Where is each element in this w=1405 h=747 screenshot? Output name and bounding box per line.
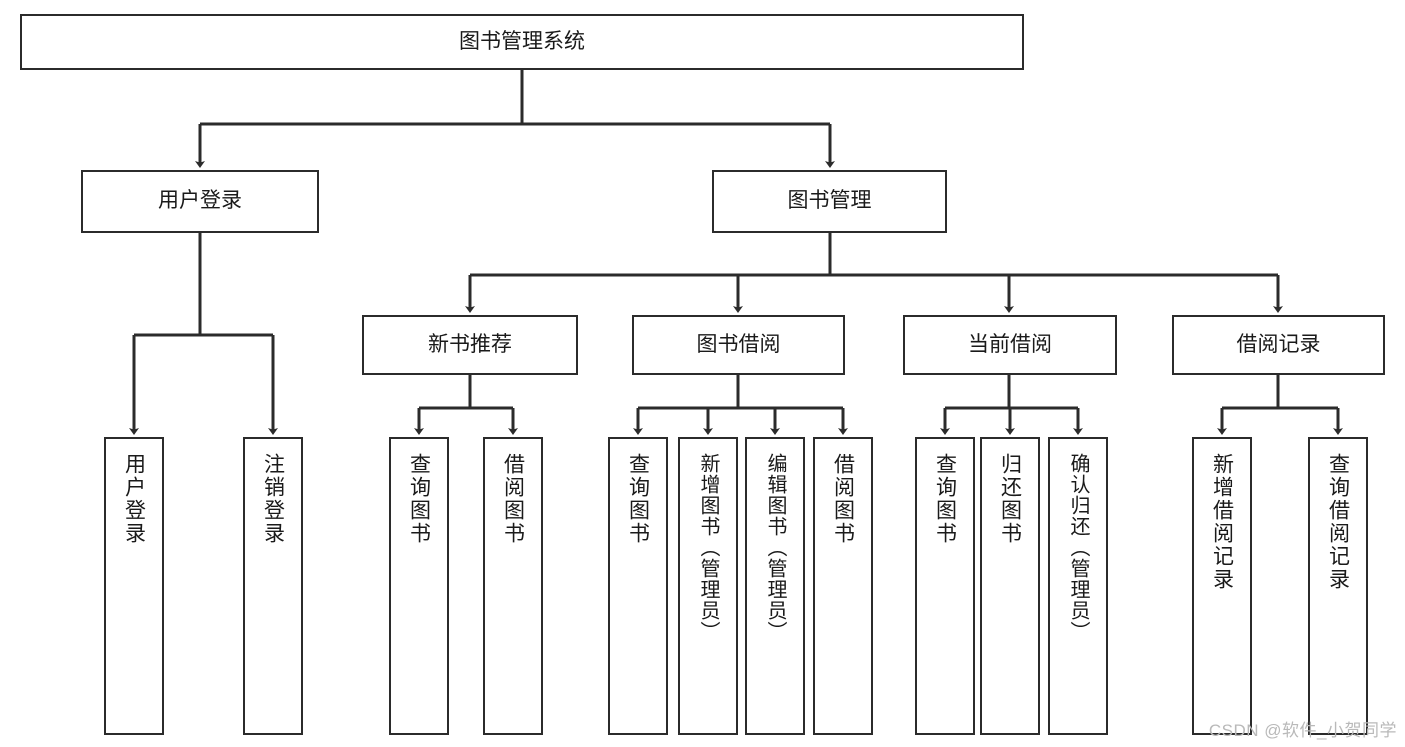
node-leaf-borrow-book-2-label: 借阅图书 <box>831 453 855 545</box>
node-root-label: 图书管理系统 <box>459 29 585 53</box>
node-leaf-add-record-label: 新增借阅记录 <box>1210 453 1234 591</box>
node-leaf-edit-book[interactable]: 编辑图书（管理员） <box>745 437 805 735</box>
node-root[interactable]: 图书管理系统 <box>20 14 1024 70</box>
node-leaf-add-book-label: 新增图书（管理员） <box>697 453 719 642</box>
node-leaf-query-book-2-label: 查询图书 <box>626 453 650 545</box>
node-leaf-borrow-book-2[interactable]: 借阅图书 <box>813 437 873 735</box>
node-leaf-return-book[interactable]: 归还图书 <box>980 437 1040 735</box>
node-leaf-query-book-3-label: 查询图书 <box>933 453 957 545</box>
node-leaf-confirm-return[interactable]: 确认归还（管理员） <box>1048 437 1108 735</box>
node-new-book-recommend[interactable]: 新书推荐 <box>362 315 578 375</box>
node-leaf-logout-label: 注销登录 <box>261 453 285 545</box>
node-leaf-user-login-label: 用户登录 <box>122 453 146 545</box>
node-leaf-confirm-return-label: 确认归还（管理员） <box>1067 453 1089 642</box>
node-leaf-query-record-label: 查询借阅记录 <box>1326 453 1350 591</box>
node-leaf-borrow-book-1-label: 借阅图书 <box>501 453 525 545</box>
node-leaf-user-login[interactable]: 用户登录 <box>104 437 164 735</box>
node-user-login-label: 用户登录 <box>158 189 242 213</box>
node-leaf-query-book-1-label: 查询图书 <box>407 453 431 545</box>
node-leaf-add-record[interactable]: 新增借阅记录 <box>1192 437 1252 735</box>
node-leaf-borrow-book-1[interactable]: 借阅图书 <box>483 437 543 735</box>
node-leaf-add-book[interactable]: 新增图书（管理员） <box>678 437 738 735</box>
node-leaf-query-record[interactable]: 查询借阅记录 <box>1308 437 1368 735</box>
node-current-borrow-label: 当前借阅 <box>968 332 1052 356</box>
node-leaf-logout[interactable]: 注销登录 <box>243 437 303 735</box>
node-leaf-edit-book-label: 编辑图书（管理员） <box>764 453 786 642</box>
node-leaf-return-book-label: 归还图书 <box>998 453 1022 545</box>
node-book-manage[interactable]: 图书管理 <box>712 170 947 233</box>
node-borrow-record[interactable]: 借阅记录 <box>1172 315 1385 375</box>
node-book-borrow-label: 图书借阅 <box>696 332 781 356</box>
node-new-book-recommend-label: 新书推荐 <box>428 332 512 356</box>
node-leaf-query-book-1[interactable]: 查询图书 <box>389 437 449 735</box>
node-user-login[interactable]: 用户登录 <box>81 170 319 233</box>
csdn-watermark: CSDN @软件_小贺同学 <box>1208 721 1397 740</box>
node-book-manage-label: 图书管理 <box>787 189 872 213</box>
node-book-borrow[interactable]: 图书借阅 <box>632 315 845 375</box>
node-current-borrow[interactable]: 当前借阅 <box>903 315 1117 375</box>
node-leaf-query-book-3[interactable]: 查询图书 <box>915 437 975 735</box>
node-borrow-record-label: 借阅记录 <box>1236 332 1321 356</box>
node-leaf-query-book-2[interactable]: 查询图书 <box>608 437 668 735</box>
